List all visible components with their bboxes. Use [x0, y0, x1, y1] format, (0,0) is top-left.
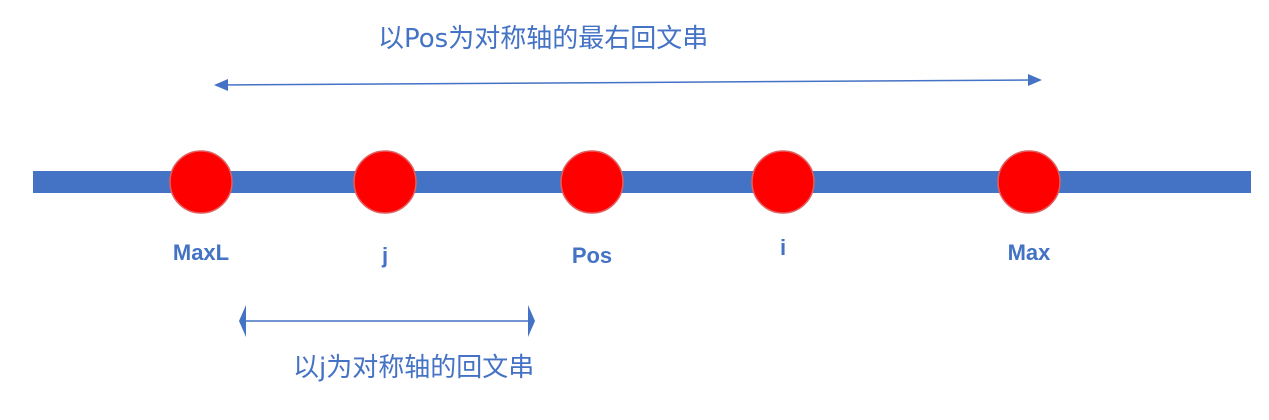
top-span-arrow — [214, 74, 1042, 91]
label-pos: Pos — [571, 243, 613, 268]
bottom-span-arrow-left-head — [239, 305, 246, 337]
axis-bar — [33, 171, 1251, 193]
top-span-arrow-left-head — [214, 79, 228, 91]
label-maxl: MaxL — [172, 240, 230, 265]
label-j: j — [381, 243, 389, 268]
point-i — [751, 150, 815, 214]
bottom-span-arrow-right-head — [528, 305, 535, 337]
point-max — [997, 150, 1061, 214]
top-caption: 以Pos为对称轴的最右回文串 — [378, 24, 709, 54]
label-i: i — [779, 235, 787, 260]
point-pos — [560, 150, 624, 214]
top-span-arrow-right-head — [1028, 74, 1042, 86]
point-maxl — [169, 150, 233, 214]
bottom-caption: 以j为对称轴的回文串 — [293, 353, 535, 383]
bottom-span-arrow — [239, 305, 535, 337]
point-j — [353, 150, 417, 214]
top-span-arrow-line — [221, 79, 1035, 86]
label-max: Max — [1007, 240, 1051, 265]
